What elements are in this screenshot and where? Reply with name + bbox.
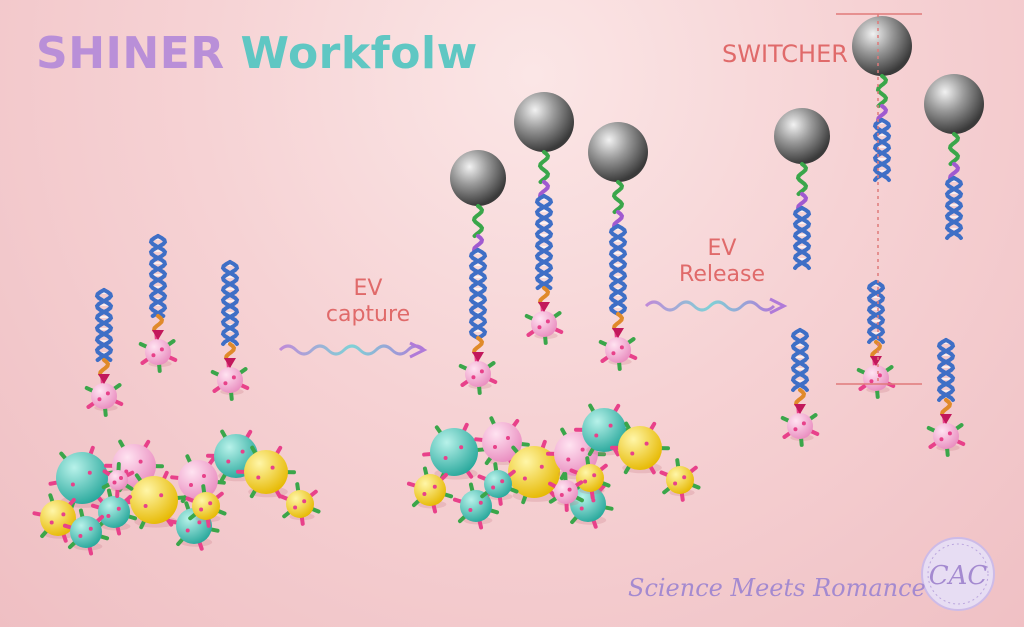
ev-particle bbox=[90, 488, 138, 536]
ev-particle bbox=[452, 482, 500, 530]
ev-particle bbox=[122, 470, 186, 530]
ev-particle bbox=[610, 421, 670, 475]
footer-brand: Science Meets Romance bbox=[628, 574, 926, 602]
ev-particle bbox=[477, 462, 519, 506]
dna-probe bbox=[866, 280, 886, 366]
dna-probe bbox=[924, 74, 984, 240]
ev-particle bbox=[548, 472, 584, 512]
ev-release-label: EV Release bbox=[672, 236, 772, 288]
dna-probe bbox=[774, 108, 830, 270]
page-title: SHINER Workfolw bbox=[36, 28, 478, 79]
ev-release-line1: EV bbox=[707, 236, 737, 261]
ev-capture-line2: capture bbox=[325, 302, 411, 327]
ev-capture-line1: EV bbox=[353, 276, 383, 301]
ev-particle bbox=[101, 462, 135, 498]
ev-particle bbox=[524, 303, 564, 345]
ev-particle bbox=[926, 415, 966, 457]
title-part-shiner: SHINER bbox=[36, 28, 225, 79]
dna-probe bbox=[220, 260, 240, 368]
dna-probe bbox=[450, 150, 506, 362]
dna-probe bbox=[790, 328, 810, 414]
ev-particle bbox=[84, 375, 124, 417]
ev-release-line2: Release bbox=[679, 262, 765, 287]
capture-arrow bbox=[278, 341, 428, 359]
ev-particle bbox=[236, 445, 296, 499]
dna-probe bbox=[148, 234, 168, 340]
ev-particle bbox=[138, 331, 178, 373]
dna-probe bbox=[588, 122, 648, 338]
ev-particle bbox=[569, 456, 611, 500]
ev-particle bbox=[185, 484, 227, 528]
ev-particle bbox=[210, 359, 250, 401]
ev-particle-layer bbox=[32, 303, 966, 556]
ev-particle bbox=[422, 422, 486, 482]
dna-probe bbox=[514, 92, 574, 312]
dna-probe bbox=[936, 338, 956, 424]
dna-probe bbox=[94, 288, 114, 384]
ev-particle bbox=[458, 353, 498, 395]
ev-particle bbox=[279, 482, 321, 526]
switcher-label: SWITCHER bbox=[722, 40, 848, 68]
ev-capture-label: EV capture bbox=[318, 276, 418, 328]
dna-probe-layer bbox=[94, 16, 984, 424]
release-arrow bbox=[644, 297, 788, 315]
title-part-workflow: Workfolw bbox=[224, 28, 478, 79]
ev-particle bbox=[780, 405, 820, 447]
ev-particle bbox=[659, 458, 701, 502]
ev-particle bbox=[406, 466, 454, 514]
dna-probe bbox=[852, 16, 912, 182]
logo-monogram: CAC bbox=[929, 561, 988, 591]
ev-particle bbox=[62, 508, 110, 556]
logo-badge bbox=[921, 537, 995, 611]
switcher-marker bbox=[836, 13, 922, 385]
